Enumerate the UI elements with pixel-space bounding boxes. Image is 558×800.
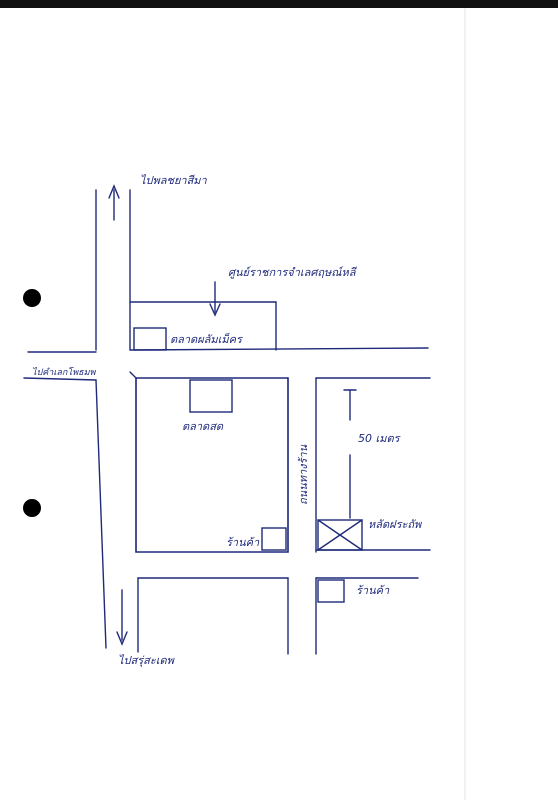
cross-road-bottom-edge-left — [23, 377, 97, 381]
market-building — [189, 379, 233, 413]
punch-hole-top — [23, 289, 41, 307]
main-road-right-edge — [129, 371, 137, 379]
bank-label: หลัดฝระถัพ — [368, 518, 423, 531]
cross-road-top-edge — [129, 347, 429, 351]
shop-box-2 — [317, 579, 345, 603]
office-label: ศูนย์ราชการจำเลศฤษณ์หลี — [228, 266, 357, 279]
main-road-left-edge — [95, 379, 107, 649]
arrow-down-icon — [209, 303, 221, 317]
road-left-label: ไปคำเลกโพธมพ — [32, 366, 97, 378]
arrow-up-icon — [108, 184, 120, 199]
market-stall-box — [133, 327, 167, 351]
shop-2-label: ร้านค้า — [356, 584, 390, 597]
office-block — [129, 301, 277, 351]
top-edge-shadow — [0, 0, 558, 8]
shop-1-label: ร้านค้า — [226, 536, 260, 549]
bank-cross — [317, 519, 363, 551]
arrow-down-icon — [116, 631, 128, 646]
shop-box-1 — [261, 527, 287, 551]
market-stall-label: ตลาดผลัมเม็คร — [170, 332, 244, 346]
punch-hole-bottom — [23, 499, 41, 517]
road-top-label: ไปพลชยาสีมา — [140, 174, 208, 187]
distance-label: 50 เมตร — [358, 432, 402, 445]
side-street-label: ถนนทางร้าน — [297, 444, 310, 505]
road-bottom-label: ไปสรุ่สะเดพ — [118, 654, 176, 667]
market-label: ตลาดสด — [182, 420, 224, 433]
bank-box — [317, 519, 363, 551]
market-block — [135, 377, 289, 553]
